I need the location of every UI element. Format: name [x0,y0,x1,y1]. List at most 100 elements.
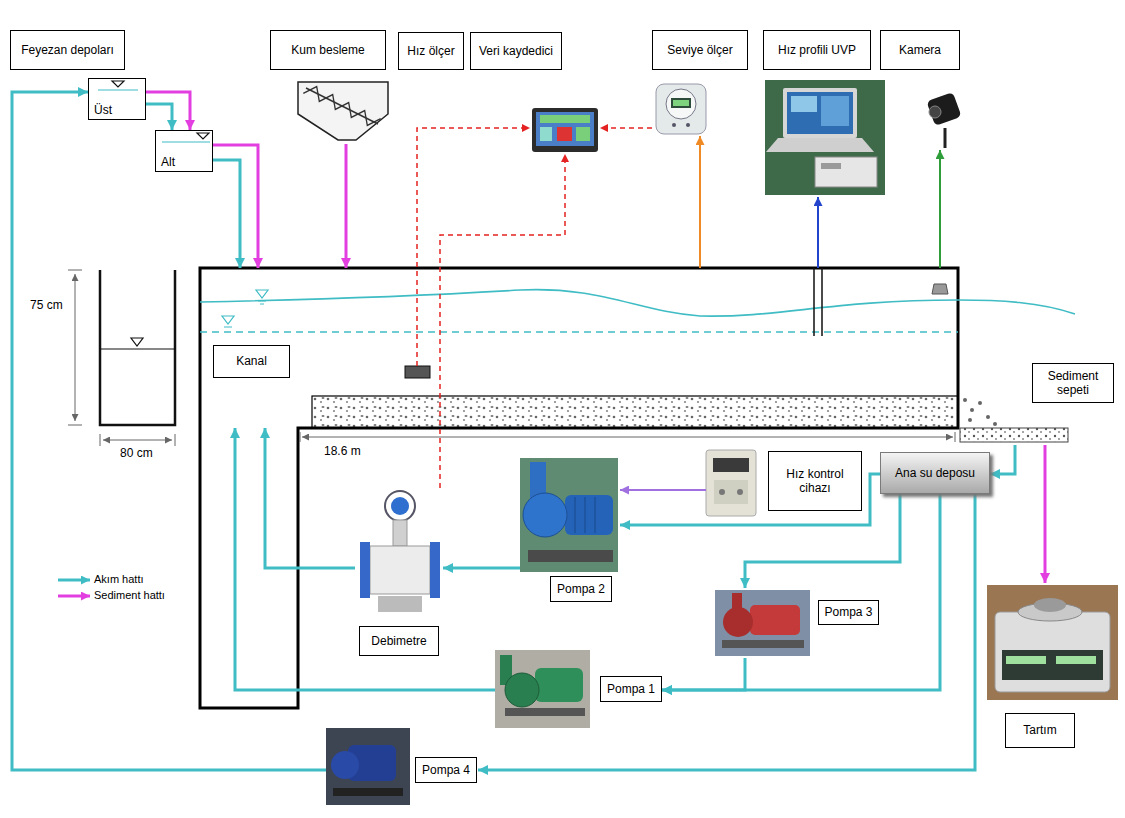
flow-arrow [146,104,172,130]
reservoir-box: Ana su deposu [880,452,990,494]
speed-controller [706,450,756,516]
cross-section [100,348,175,349]
flow-arrow [345,144,348,268]
label-frame: Tartım [1005,713,1075,748]
tank-symbols [98,81,210,142]
tank-symbols [162,141,210,142]
label-frame: Pompa 2 [550,576,612,602]
flow-arrow [478,494,975,770]
node-text: Kamera [899,43,941,57]
uvp-laptop [821,96,849,126]
pump-picture [575,497,595,533]
logger-monitor [557,127,572,141]
sediment-basket [978,401,982,405]
pump-picture [326,728,410,805]
node-text: Seviye ölçer [667,43,732,57]
flow-arrow [662,494,940,690]
scale-picture [1034,598,1066,612]
label-frame: Hız kontrol cihazı [768,451,862,511]
scale-picture [1002,650,1103,680]
sand-hopper [298,82,388,140]
pump-picture [715,590,810,656]
pump-picture [565,495,613,535]
flow-arrow [146,92,190,130]
speed-controller [714,480,748,504]
water-surface [256,290,268,298]
level-meter-box: Seviye ölçer [652,30,748,136]
sand-hopper [298,82,388,140]
sediment-basket [960,428,1068,442]
uvp-laptop [815,157,877,187]
node-text: Kanal [236,354,267,368]
scale-box: Tartım [985,583,1120,753]
length-dimension [302,437,953,438]
flume-outline [200,268,958,708]
flume-outline [200,268,958,708]
legend-item: Akım hattı [94,573,144,586]
water-surface [222,316,234,324]
camera-icon [926,92,961,148]
flowmeter-picture [370,546,430,594]
cross-section [75,274,76,421]
node-text: Ana su deposu [895,466,975,480]
flume-outline [312,396,958,428]
sand-hopper [303,87,380,126]
cross-section [68,270,82,425]
node-text: Veri kaydedici [479,44,553,58]
speed-controller [737,489,743,495]
level-meter [656,84,706,134]
level-meter [673,100,689,106]
uvp-laptop [765,80,885,195]
pump-box: Pompa 3 [715,588,879,658]
uvp-laptop [766,138,874,152]
scale-picture [995,612,1110,692]
water-surface [224,327,232,328]
camera-mount [932,284,948,294]
scale-picture [987,585,1118,700]
logger-monitor [532,108,598,152]
speed-controller [706,450,756,516]
length-dimension [300,432,955,442]
uvp-probe [814,268,822,336]
logger-monitor [540,127,552,141]
tank-symbols [98,89,138,90]
velocity-probe [405,128,530,378]
cross-section [103,440,172,441]
label-frame: Hız profili UVP [763,30,871,70]
controller-box: Hız kontrol cihazı [706,446,862,516]
flowmeter-picture [378,596,422,612]
uvp-laptop [791,96,817,112]
uvp-probe [814,268,822,336]
flowmeter-box: Debimetre [355,488,443,658]
connector-group [12,92,1045,770]
tank-symbols [197,133,209,139]
pump-picture [333,788,403,796]
tank-box: Üst [88,78,146,120]
level-meter [671,98,691,108]
sediment-basket [986,415,990,419]
pump-picture [505,673,539,707]
logger-monitor [576,127,590,141]
label-frame: Pompa 1 [600,676,662,702]
flow-arrow [939,150,941,268]
water-surface [200,290,1075,332]
node-text: Pompa 1 [607,682,655,696]
feeder-box: Kum besleme [270,30,388,144]
scale-picture [987,585,1118,700]
flow-arrow [12,92,326,770]
velocity-probe [405,366,430,378]
cross-section [68,270,175,446]
logger-monitor [540,115,590,123]
legend-item: Sediment hattı [94,589,165,602]
pump-picture [520,458,618,572]
pump-box: Pompa 4 [326,726,478,808]
node-text: Pompa 3 [824,605,872,619]
sediment-basket [993,422,997,426]
dimension-label: 80 cm [118,446,155,460]
pump-picture [535,668,583,702]
length-dimension [300,432,955,442]
sediment-basket [960,398,1068,442]
flow-arrow [235,428,495,690]
